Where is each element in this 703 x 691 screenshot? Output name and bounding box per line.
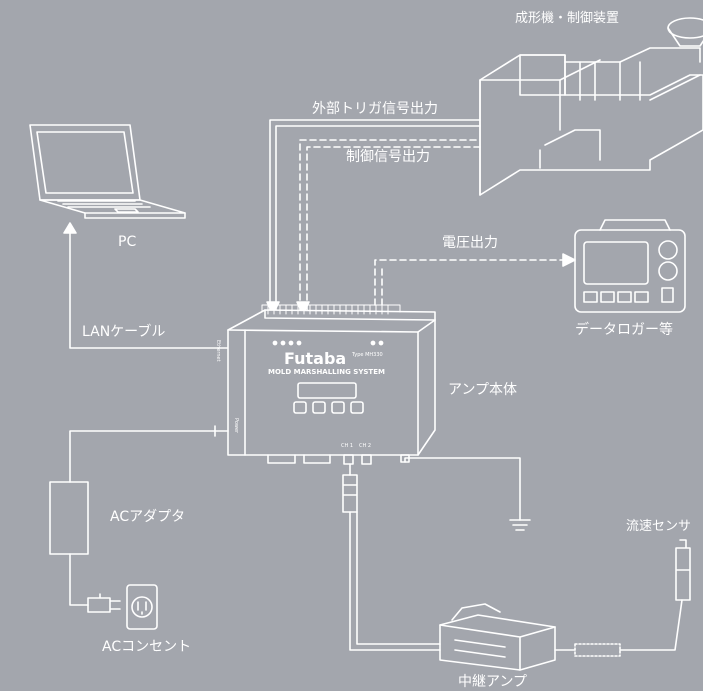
power-cable-line bbox=[69, 430, 216, 483]
voltage-arrowhead bbox=[562, 253, 576, 267]
amp-body-illustration bbox=[214, 304, 436, 465]
label-lan-cable: LANケーブル bbox=[82, 324, 166, 340]
device-port-ch2: CH 2 bbox=[359, 443, 372, 449]
label-data-logger: データロガー等 bbox=[575, 322, 673, 338]
device-port-ch1: CH 1 bbox=[341, 443, 354, 449]
plug-illustration bbox=[87, 593, 121, 613]
control-signal-line-2 bbox=[306, 146, 481, 311]
label-flow-sensor: 流速センサ bbox=[626, 519, 692, 534]
ac-outlet-illustration bbox=[126, 584, 158, 630]
data-logger-illustration bbox=[574, 219, 686, 313]
label-pc: PC bbox=[118, 234, 137, 250]
label-amp-body: アンプ本体 bbox=[448, 382, 518, 398]
adapter-cable-line bbox=[69, 553, 89, 606]
lan-arrowhead bbox=[63, 222, 77, 234]
label-ac-adapter: ACアダプタ bbox=[110, 509, 186, 525]
ground-line bbox=[404, 457, 521, 521]
voltage-output-line bbox=[374, 259, 566, 306]
device-side-power: Power bbox=[233, 418, 239, 434]
label-relay-amp: 中継アンプ bbox=[458, 674, 528, 690]
device-brand: Futaba bbox=[284, 349, 347, 368]
device-side-ethernet: Ethernet bbox=[215, 340, 221, 362]
sensor-cable-to-relay bbox=[349, 511, 441, 651]
label-ext-trigger: 外部トリガ信号出力 bbox=[312, 101, 438, 117]
label-ac-outlet: ACコンセント bbox=[102, 639, 192, 655]
laptop-illustration bbox=[29, 124, 186, 219]
lan-cable-line bbox=[69, 224, 229, 349]
label-voltage-out: 電圧出力 bbox=[442, 235, 498, 251]
external-trigger-line-2 bbox=[275, 125, 481, 311]
device-product-name: MOLD MARSHALLING SYSTEM bbox=[268, 368, 385, 376]
relay-amp-illustration bbox=[439, 603, 556, 671]
sensor-cable-to-relay-2 bbox=[356, 511, 441, 645]
flow-sensor-cable bbox=[619, 599, 683, 651]
ground-symbol bbox=[509, 519, 531, 531]
sensor-cable-sleeve bbox=[574, 643, 621, 657]
ch1-connector bbox=[342, 474, 358, 513]
molding-machine-illustration bbox=[479, 17, 703, 196]
ac-adapter-illustration bbox=[49, 481, 89, 555]
label-machine: 成形機・制御装置 bbox=[515, 11, 620, 26]
device-type-label: Type MH330 bbox=[352, 352, 383, 358]
control-signal-line bbox=[299, 139, 481, 311]
label-control-signal: 制御信号出力 bbox=[346, 149, 430, 165]
flow-sensor-illustration bbox=[675, 539, 691, 601]
external-trigger-line bbox=[269, 119, 481, 311]
